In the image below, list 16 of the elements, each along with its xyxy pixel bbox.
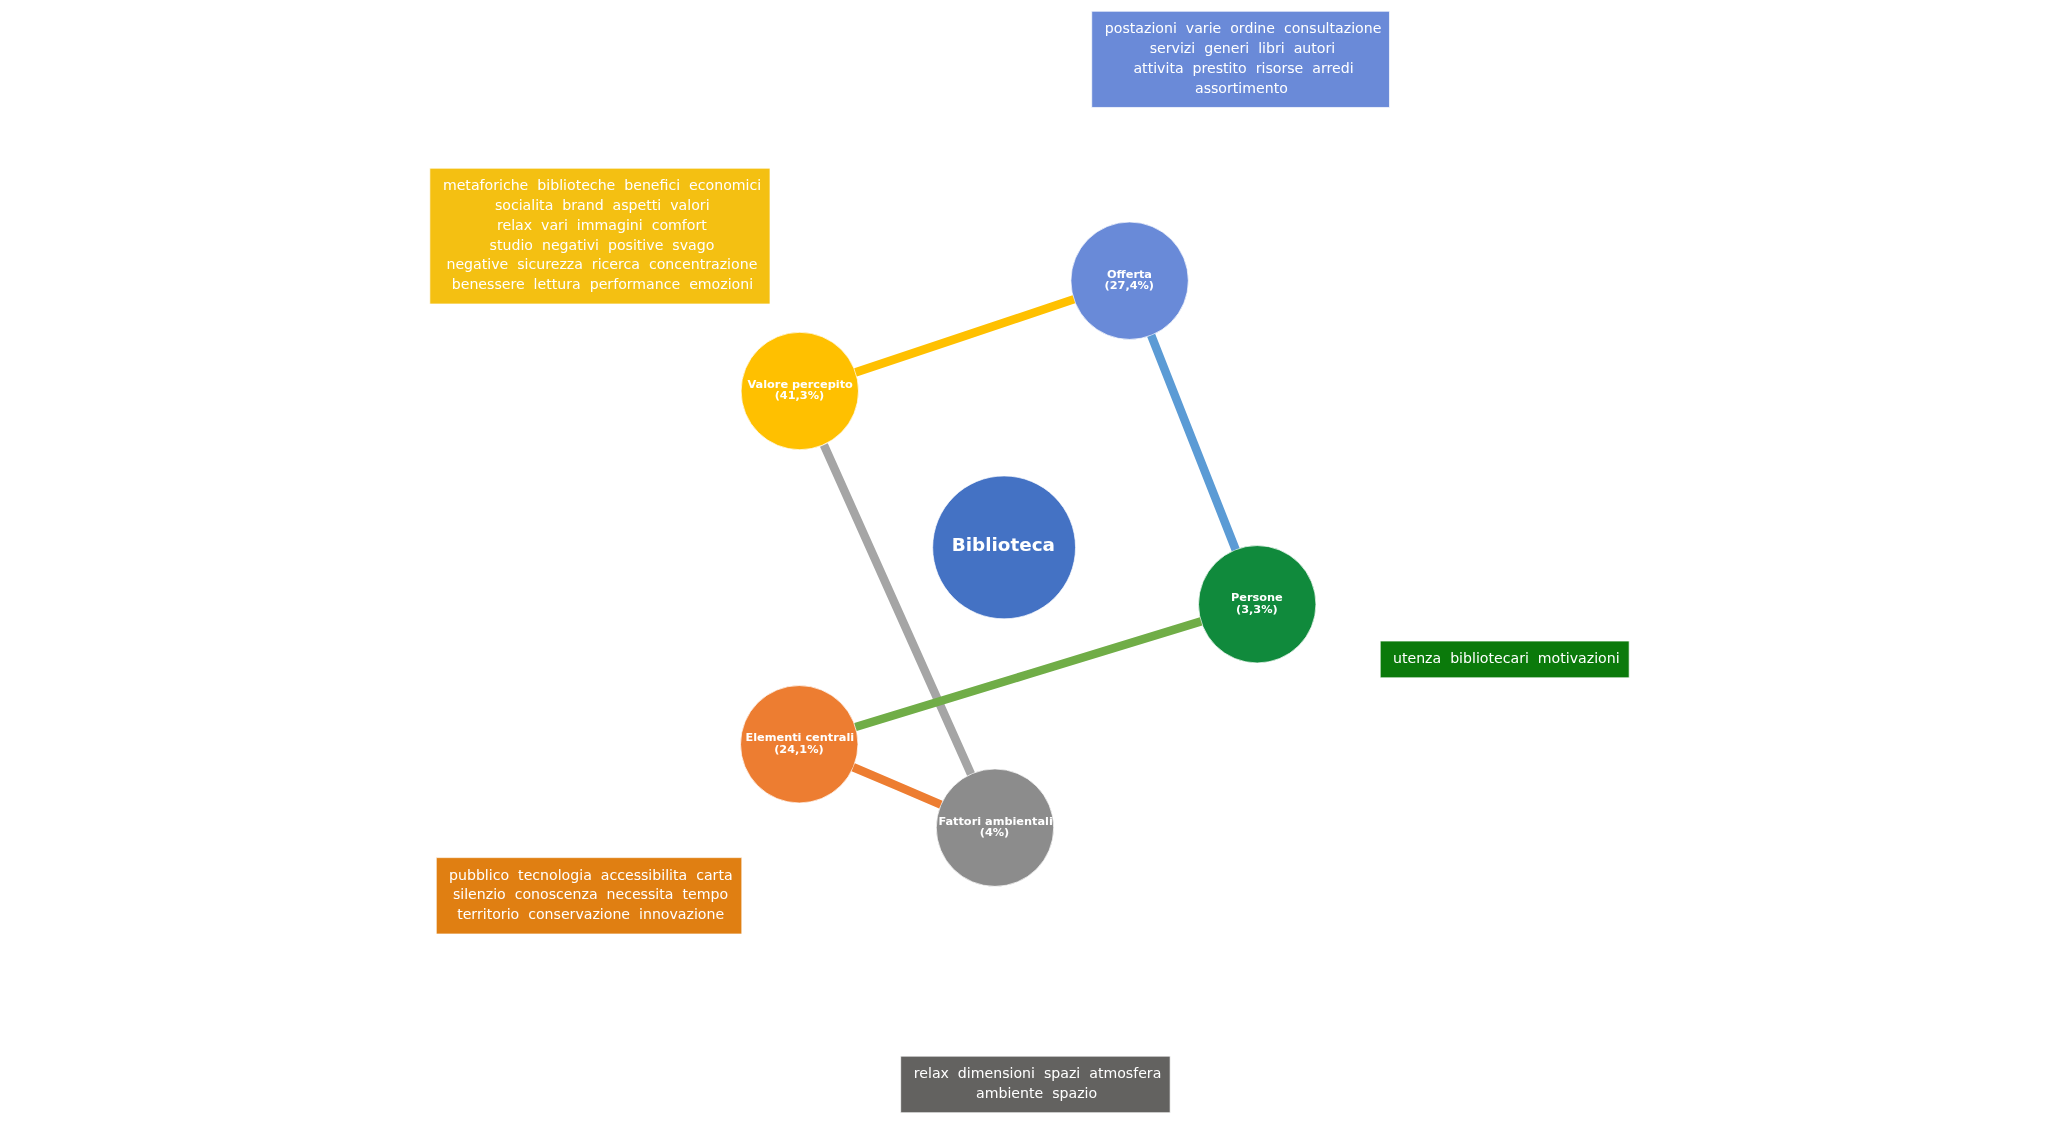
node-box: pubblico tecnologia accessibilita carta silenzio conoscenza necessita tempo territorio conservazione innovazione xyxy=(435,857,742,935)
connector xyxy=(1146,333,1240,552)
node-circle: Elementi centrali (24,1%) xyxy=(739,685,858,804)
connector xyxy=(853,295,1075,377)
connector xyxy=(819,443,975,776)
node-box: metaforiche biblioteche benefici economici socialita brand aspetti valori relax vari immagini comfort studio negativi positive svago negative sicurezza ricerca concentrazione benessere lettura performance emozioni xyxy=(428,167,770,305)
node-box: relax dimensioni spazi atmosfera ambiente spazio xyxy=(899,1055,1170,1114)
node-box: postazioni varie ordine consultazione servizi generi libri autori attivita prestito risorse arredi assortimento xyxy=(1090,10,1390,108)
connector xyxy=(853,617,1202,732)
connector xyxy=(851,763,942,809)
node-circle: Persone (3,3%) xyxy=(1197,545,1316,664)
node-box: utenza bibliotecari motivazioni xyxy=(1379,640,1630,679)
node-circle: Offerta (27,4%) xyxy=(1070,221,1189,340)
node-circle: Biblioteca xyxy=(931,475,1076,620)
node-circle: Valore percepito (41,3%) xyxy=(740,331,859,451)
node-circle: Fattori ambientali (4%) xyxy=(935,768,1054,887)
